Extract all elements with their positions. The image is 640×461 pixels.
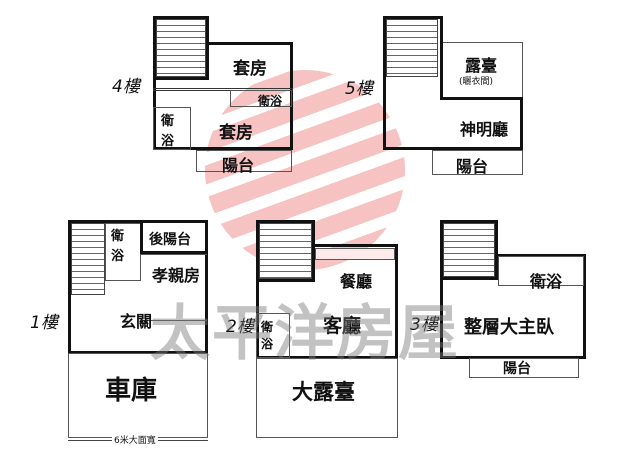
wall <box>153 107 191 150</box>
floor-5-label: 5樓 <box>345 79 373 99</box>
room-label: 衛 <box>261 320 274 334</box>
room-label: 衛浴 <box>258 94 283 108</box>
room-label: 陽台 <box>503 361 531 377</box>
wall <box>141 320 207 321</box>
wall <box>440 97 523 150</box>
dimension-label: 6米大面寬 <box>112 433 158 446</box>
room-label: 衛浴 <box>530 272 563 291</box>
room-label: 整層大主臥 <box>464 317 554 338</box>
wall <box>141 254 207 255</box>
room-label: 露臺 <box>465 56 498 75</box>
wall <box>230 90 292 107</box>
floor-1-label: 1樓 <box>30 313 58 333</box>
room-label: 衛 <box>161 114 175 129</box>
balcony <box>196 150 292 172</box>
wall <box>256 313 290 358</box>
floor-3-label: 3樓 <box>410 315 438 335</box>
wall <box>383 16 443 98</box>
floor-1-walls <box>68 220 208 354</box>
room-label: 客廳 <box>323 315 362 337</box>
room-label: 衛 <box>111 229 125 244</box>
balcony <box>469 358 579 378</box>
room-label: 浴 <box>111 249 125 264</box>
balcony <box>432 150 523 175</box>
room-label: 孝親房 <box>152 266 201 285</box>
room-label: 大露臺 <box>292 380 355 404</box>
bathroom <box>498 256 584 286</box>
room-label: 玄關 <box>120 312 153 331</box>
room-label: 餐廳 <box>340 272 373 291</box>
room-label: 浴 <box>261 337 274 351</box>
wall <box>140 220 208 254</box>
floor-5-stairs <box>386 19 438 77</box>
room-label: (曬衣間) <box>459 77 494 87</box>
watermark-text: 太平洋房屋 <box>150 299 460 369</box>
room-label: 套房 <box>233 59 267 79</box>
floor-1-stairs <box>71 223 105 295</box>
floor-3-walls <box>440 254 586 359</box>
room-label: 神明廳 <box>460 120 509 139</box>
floor-2-walls <box>256 244 398 359</box>
floor-4-stairs <box>156 19 206 77</box>
floor-2-label: 2樓 <box>226 317 254 337</box>
room-label: 車庫 <box>105 376 158 406</box>
room-label: 後陽台 <box>149 232 191 248</box>
room-label: 陽台 <box>456 157 489 176</box>
floor-3-stairs <box>443 223 495 277</box>
floor-4-label: 4樓 <box>112 77 140 97</box>
room-label: 陽台 <box>222 156 255 175</box>
kitchen-counter <box>315 248 395 260</box>
room-label: 浴 <box>161 134 175 149</box>
room-label: 套房 <box>219 123 253 143</box>
terrace <box>256 358 398 438</box>
wall <box>153 88 293 91</box>
floor-2-stairs <box>259 223 312 279</box>
